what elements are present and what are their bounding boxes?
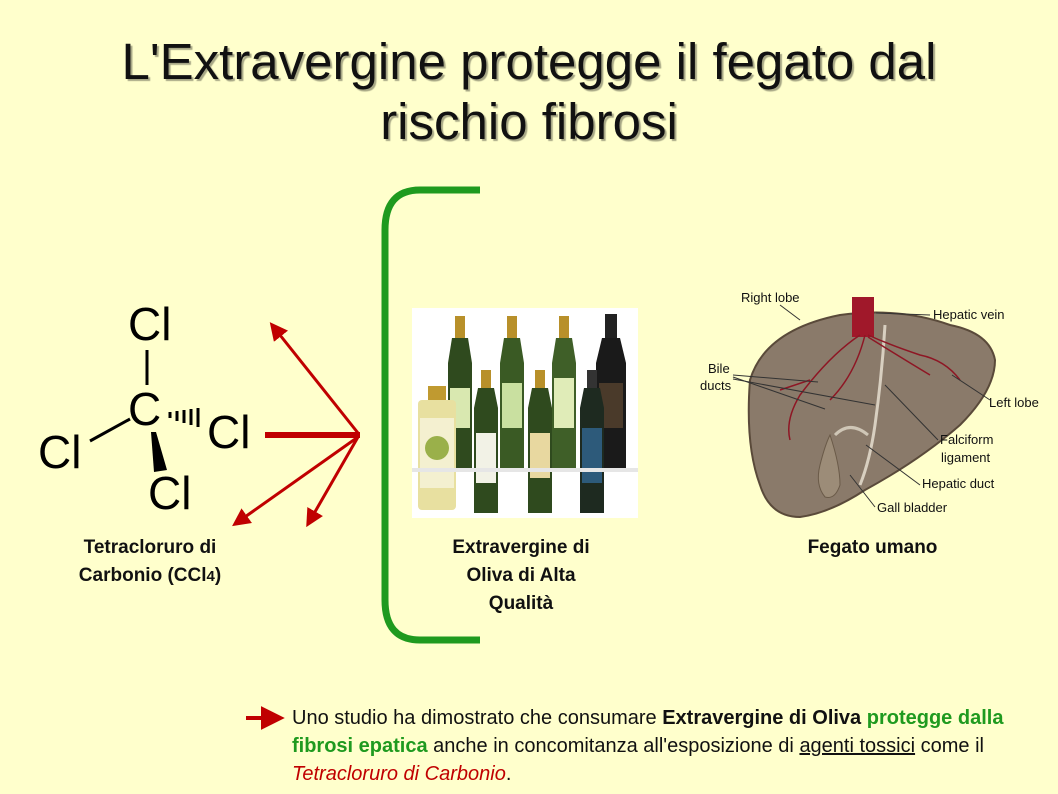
arrow-down-left <box>232 435 359 527</box>
atom-carbon: C <box>128 383 161 435</box>
label-bile-ducts-2: ducts <box>700 378 732 393</box>
hepatic-vein <box>852 297 874 337</box>
title-line-2: rischio fibrosi <box>380 93 678 150</box>
label-gall-bladder: Gall bladder <box>877 500 948 515</box>
bottle-front-1 <box>418 386 456 510</box>
atom-cl-left: Cl <box>38 426 81 478</box>
atom-cl-bottom: Cl <box>148 467 191 519</box>
label-left-lobe: Left lobe <box>989 395 1039 410</box>
slide-title: L'Extravergine protegge il fegato dal ri… <box>0 32 1058 152</box>
olive-oil-bottles-image <box>412 308 638 518</box>
label-right-lobe: Right lobe <box>741 290 800 305</box>
arrow-up-left <box>269 322 360 434</box>
falciform-ligament <box>858 324 887 486</box>
label-falciform-1: Falciform <box>940 432 993 447</box>
bottle-back-3 <box>552 316 576 468</box>
bottle-back-2 <box>500 316 524 468</box>
bottle-front-4 <box>580 370 604 513</box>
liver-caption: Fegato umano <box>807 537 938 558</box>
bottle-front-3 <box>528 370 552 513</box>
label-bile-ducts-1: Bile <box>708 361 730 376</box>
ccl4-molecule: Cl C Cl Cl Cl <box>38 298 250 519</box>
liver-shape <box>747 311 997 519</box>
leader-lines <box>732 304 991 508</box>
gall-bladder <box>817 426 869 498</box>
bottle-front-2 <box>474 370 498 513</box>
green-bracket <box>381 186 480 644</box>
bond-right-hashed <box>168 408 200 427</box>
oil-caption: Extravergine di Oliva di Alta Qualità <box>452 537 590 614</box>
ccl4-caption: Tetracloruro di Carbonio (CCl4) <box>78 537 222 586</box>
liver-diagram: Right lobe Hepatic vein Bile ducts Left … <box>700 290 1039 519</box>
study-statement: Uno studio ha dimostrato che consumare E… <box>292 707 1004 785</box>
atom-cl-top: Cl <box>128 298 171 350</box>
label-falciform-2: ligament <box>941 450 991 465</box>
atom-cl-right: Cl <box>207 406 250 458</box>
vessels <box>779 334 961 441</box>
label-hepatic-duct: Hepatic duct <box>922 476 995 491</box>
title-line-1: L'Extravergine protegge il fegato dal <box>121 33 937 90</box>
label-hepatic-vein: Hepatic vein <box>933 307 1005 322</box>
bond-left <box>89 417 131 443</box>
arrow-down <box>306 436 360 528</box>
bond-bottom-wedge <box>151 432 167 472</box>
